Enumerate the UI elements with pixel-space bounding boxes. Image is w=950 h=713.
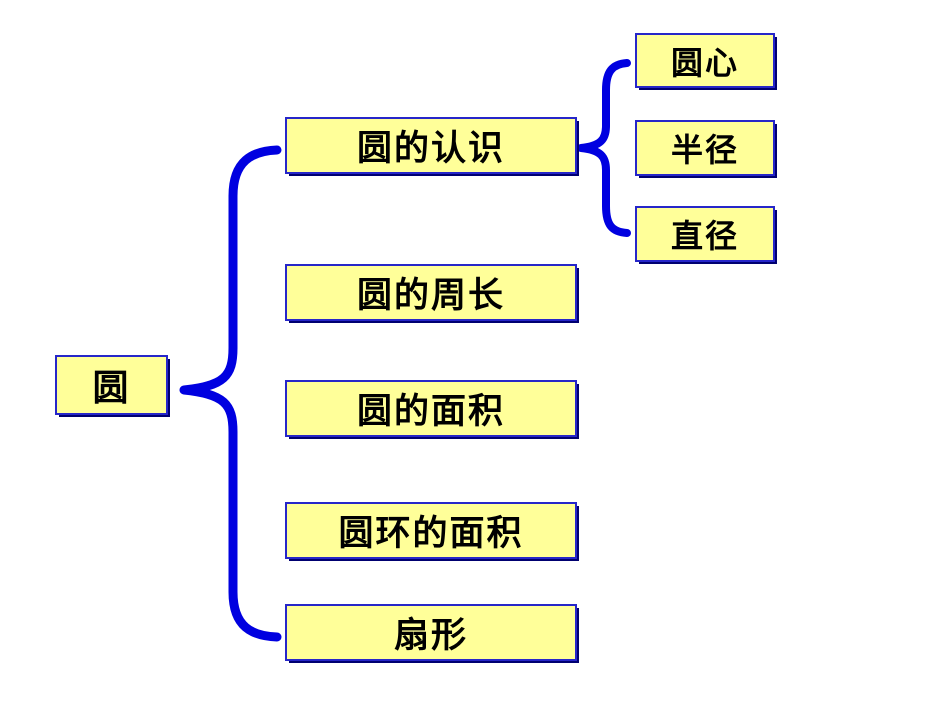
node-label: 圆的周长 [356,276,505,315]
node-label: 扇形 [393,616,468,655]
node-diameter: 直径 [635,206,775,262]
sub-curly-brace [577,59,631,237]
node-ring-area: 圆环的面积 [285,502,577,559]
node-label: 直径 [670,218,739,254]
node-circle-root: 圆 [55,355,168,415]
node-circle-circumference: 圆的周长 [285,264,577,321]
node-label: 圆心 [670,44,739,81]
node-label: 圆的认识 [356,129,505,168]
main-curly-brace [179,145,282,642]
node-radius: 半径 [635,120,775,176]
node-label: 圆环的面积 [338,514,524,553]
node-label: 半径 [670,132,739,168]
node-circle-understanding: 圆的认识 [285,117,577,174]
node-circle-area: 圆的面积 [285,380,577,437]
node-label: 圆的面积 [356,392,505,431]
node-circle-center: 圆心 [635,33,775,88]
node-label: 圆 [92,367,131,408]
node-sector: 扇形 [285,604,577,661]
